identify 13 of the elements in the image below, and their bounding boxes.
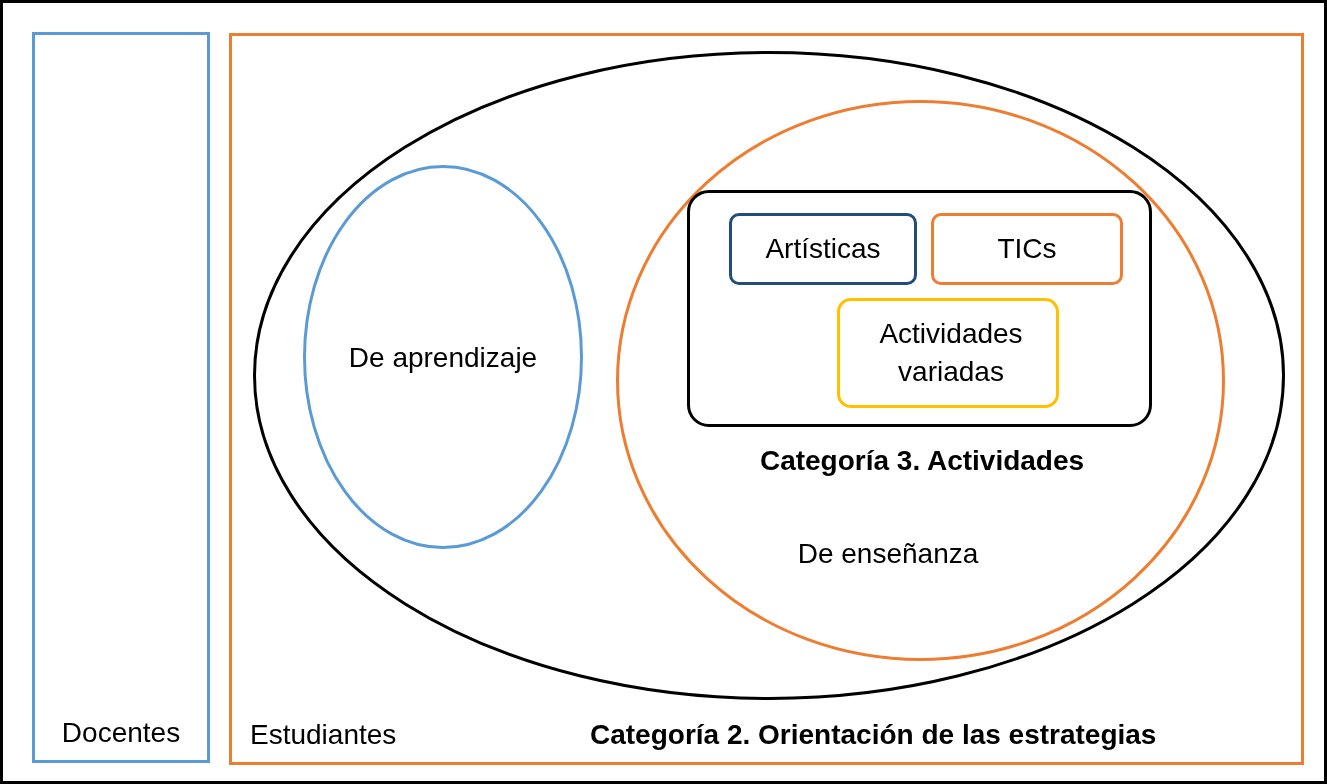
node-label: De aprendizaje: [347, 341, 539, 375]
category-heading: Categoría 2. Orientación de las estrategias: [590, 718, 1157, 752]
node-label: Docentes: [60, 716, 182, 750]
category-box: [931, 213, 1123, 285]
node-label: Estudiantes: [250, 718, 397, 752]
node-label: Actividades variadas: [878, 317, 1024, 389]
category-heading: Categoría 3. Actividades: [758, 444, 1086, 478]
node-label: De enseñanza: [796, 537, 980, 571]
category-box: [837, 298, 1059, 408]
category-box: [729, 213, 917, 285]
node-label: Artísticas: [764, 232, 882, 266]
docentes-panel: [32, 32, 210, 763]
node-label: TICs: [996, 232, 1058, 266]
